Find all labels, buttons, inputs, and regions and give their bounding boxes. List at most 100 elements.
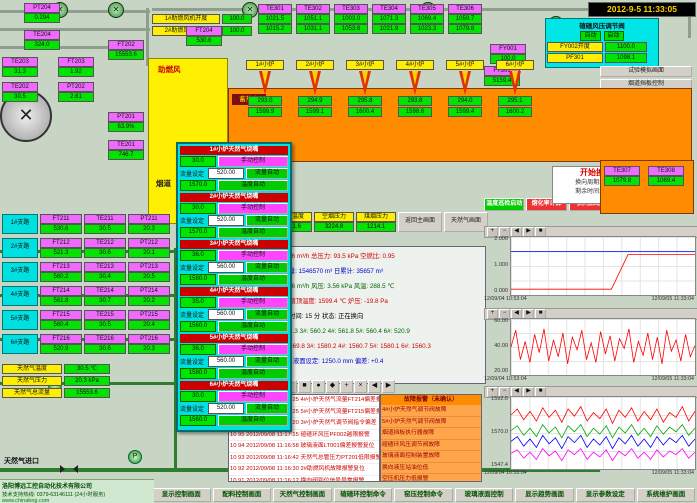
flow-set-input[interactable]: 520.00 (208, 403, 244, 414)
gas-total-row: 天然气压力 20.3 kPa (2, 376, 110, 386)
alarm-row[interactable]: 10 96 2012/09/08 11:17:20 3#小炉天然气调节阀指令偏差 (229, 418, 379, 430)
air-duct-label: 助燃风 (158, 65, 181, 74)
manual-control-button[interactable]: 手动控制 (218, 156, 288, 167)
manual-control-button[interactable]: 手动控制 (218, 344, 288, 355)
company-info: 洛阳博远工控自动化技术有限公司 技术支持热线: 0379-63146111 (2… (0, 479, 154, 503)
start-button[interactable]: 启动 (603, 31, 624, 41)
tag-label: TE216 (84, 334, 126, 344)
toolbar-icon[interactable]: ◀ (368, 380, 381, 393)
toolbar-icon[interactable]: ● (312, 380, 325, 393)
manual-control-button[interactable]: 手动控制 (218, 297, 288, 308)
flow-auto-button[interactable]: 流量自动 (246, 403, 288, 414)
nav-button[interactable]: 系统维护画面 (636, 488, 696, 502)
active-fault-panel: 故障报警（未确认） 4#小炉天然气调节阀故障 5#小炉天然气调节阀故障 烟道挡板… (380, 394, 482, 482)
alarm-row[interactable]: 10 95 2012/09/08 11:17:15 碹碴环风压PF002越限报警 (229, 430, 379, 441)
alarm-row[interactable]: 10 93 2012/09/08 11:16:42 天然气总管压力PT201低限… (229, 453, 379, 464)
info-line: 熔化温度: 1598.7 ℃ 碹顶温度: 1599.4 ℃ 炉压: -19.8 … (231, 298, 388, 305)
toolbar-icon[interactable]: + (340, 380, 353, 393)
temp-auto-button[interactable]: 温度自动 (218, 180, 288, 191)
nav-button[interactable]: 显示参数设定 (575, 488, 635, 502)
y-tick: 0.000 (494, 288, 508, 294)
status-button[interactable]: 温度巡检启动 (484, 198, 525, 211)
manual-control-button[interactable]: 手动控制 (218, 203, 288, 214)
zoom-out-icon[interactable]: − (499, 309, 510, 319)
nav-button[interactable]: 天然气控制画面 (273, 488, 332, 502)
nav-button[interactable]: 窑压控制命令 (394, 488, 453, 502)
manual-control-button[interactable]: 手动控制 (218, 391, 288, 402)
fault-row[interactable]: 空压机压力低报警 (381, 474, 481, 481)
zoom-in-icon[interactable]: + (487, 309, 498, 319)
flow-set-input[interactable]: 560.00 (208, 262, 244, 273)
zoom-in-icon[interactable]: + (487, 227, 498, 237)
chart1-plot[interactable] (510, 236, 696, 296)
flow-set-input[interactable]: 520.00 (208, 168, 244, 179)
gas-screen-button[interactable]: 天然气画面 (444, 212, 488, 232)
alarm-row[interactable]: 10 97 2012/09/08 11:17:25 5#小炉天然气流量FT215… (229, 407, 379, 418)
temp-auto-button[interactable]: 温度自动 (218, 227, 288, 238)
nav-button[interactable]: 显示趋势画面 (515, 488, 574, 502)
flow-auto-button[interactable]: 流量自动 (246, 168, 288, 179)
flow-set-input[interactable]: 560.00 (208, 356, 244, 367)
nav-button[interactable]: 玻璃液面控制 (454, 488, 514, 502)
tag-value: 20.2 (128, 296, 170, 306)
zoom-in-icon[interactable]: + (487, 387, 498, 397)
toolbar-icon[interactable]: × (354, 380, 367, 393)
flow-auto-button[interactable]: 流量自动 (246, 356, 288, 367)
tag-label: TE303 (334, 4, 368, 14)
chart2-plot[interactable] (510, 318, 696, 376)
alarm-row[interactable]: 10 92 2012/09/08 11:16:30 2#助燃风机故障报警复位 (229, 464, 379, 476)
fy002-label: FY002开度 (547, 42, 603, 52)
alarm-history-table[interactable]: 10 98 2012/09/08 11:17:25 4#小炉天然气流量FT214… (228, 394, 380, 482)
chart3-plot[interactable] (510, 396, 696, 470)
nav-button[interactable]: 显示控制画面 (152, 488, 211, 502)
toolbar-icon[interactable]: ◆ (326, 380, 339, 393)
fault-row[interactable]: 换向液压站油位低 (381, 462, 481, 474)
flow-set-label: 流量设定 (180, 407, 205, 413)
tagpair-te308: TE308 1069.4 (648, 166, 684, 186)
alarm-row[interactable]: 10 98 2012/09/08 11:17:25 4#小炉天然气流量FT214… (229, 395, 379, 407)
temp-auto-button[interactable]: 温度自动 (218, 415, 288, 426)
fault-row[interactable]: 5#小炉天然气调节阀故障 (381, 416, 481, 428)
toolbar-icon[interactable]: ▶ (382, 380, 395, 393)
flow-auto-button[interactable]: 流量自动 (246, 309, 288, 320)
fault-row[interactable]: 烟道挡板执行器故障 (381, 428, 481, 440)
manual-control-button[interactable]: 手动控制 (218, 250, 288, 261)
port-temp-1: 295.1 (498, 96, 532, 106)
flow-auto-button[interactable]: 流量自动 (246, 215, 288, 226)
toolbar-icon[interactable]: ■ (298, 380, 311, 393)
company-url[interactable]: www.chinabng.com (2, 498, 50, 503)
alarm-row[interactable]: 10 94 2012/09/08 11:16:58 玻璃液面LT001偏差报警复… (229, 441, 379, 453)
tag-label: FT211 (40, 214, 82, 224)
temp-auto-button[interactable]: 温度自动 (218, 274, 288, 285)
info-line: 1#流量: 520.6 2#: 521.3 3#: 560.2 4#: 561.… (231, 328, 410, 335)
zoom-out-icon[interactable]: − (499, 227, 510, 237)
nav-button[interactable]: 配料控制画面 (212, 488, 272, 502)
valve-icon[interactable] (60, 465, 78, 473)
main-screen-button[interactable]: 返回主画面 (398, 212, 442, 232)
nav-button[interactable]: 碹碴环控制命令 (333, 488, 393, 502)
flow-set-input[interactable]: 520.00 (208, 215, 244, 226)
auto-mode-button[interactable]: 自动 (580, 31, 601, 41)
fault-row[interactable]: 玻璃液面控制装置故障 (381, 451, 481, 463)
temp-auto-button[interactable]: 温度自动 (218, 321, 288, 332)
flow-auto-button[interactable]: 流量自动 (246, 262, 288, 273)
flow-set-input[interactable]: 560.00 (208, 309, 244, 320)
total-value: 20.3 kPa (64, 376, 110, 386)
pipe (146, 8, 149, 66)
zoom-out-icon[interactable]: − (499, 387, 510, 397)
temp-auto-button[interactable]: 温度自动 (218, 368, 288, 379)
current-value: 30.0 (180, 203, 216, 214)
fault-row[interactable]: 碹碴环风压调节阀故障 (381, 439, 481, 451)
y-tick: 40.00 (494, 343, 508, 349)
fault-row[interactable]: 4#小炉天然气调节阀故障 (381, 405, 481, 417)
y-tick: 2.000 (494, 236, 508, 242)
simulation-screen-button[interactable]: 试验模拟画面 (600, 66, 692, 77)
alarm-row[interactable]: 10 91 2012/09/08 11:16:12 换向阀到位信号异常报警 (229, 476, 379, 482)
